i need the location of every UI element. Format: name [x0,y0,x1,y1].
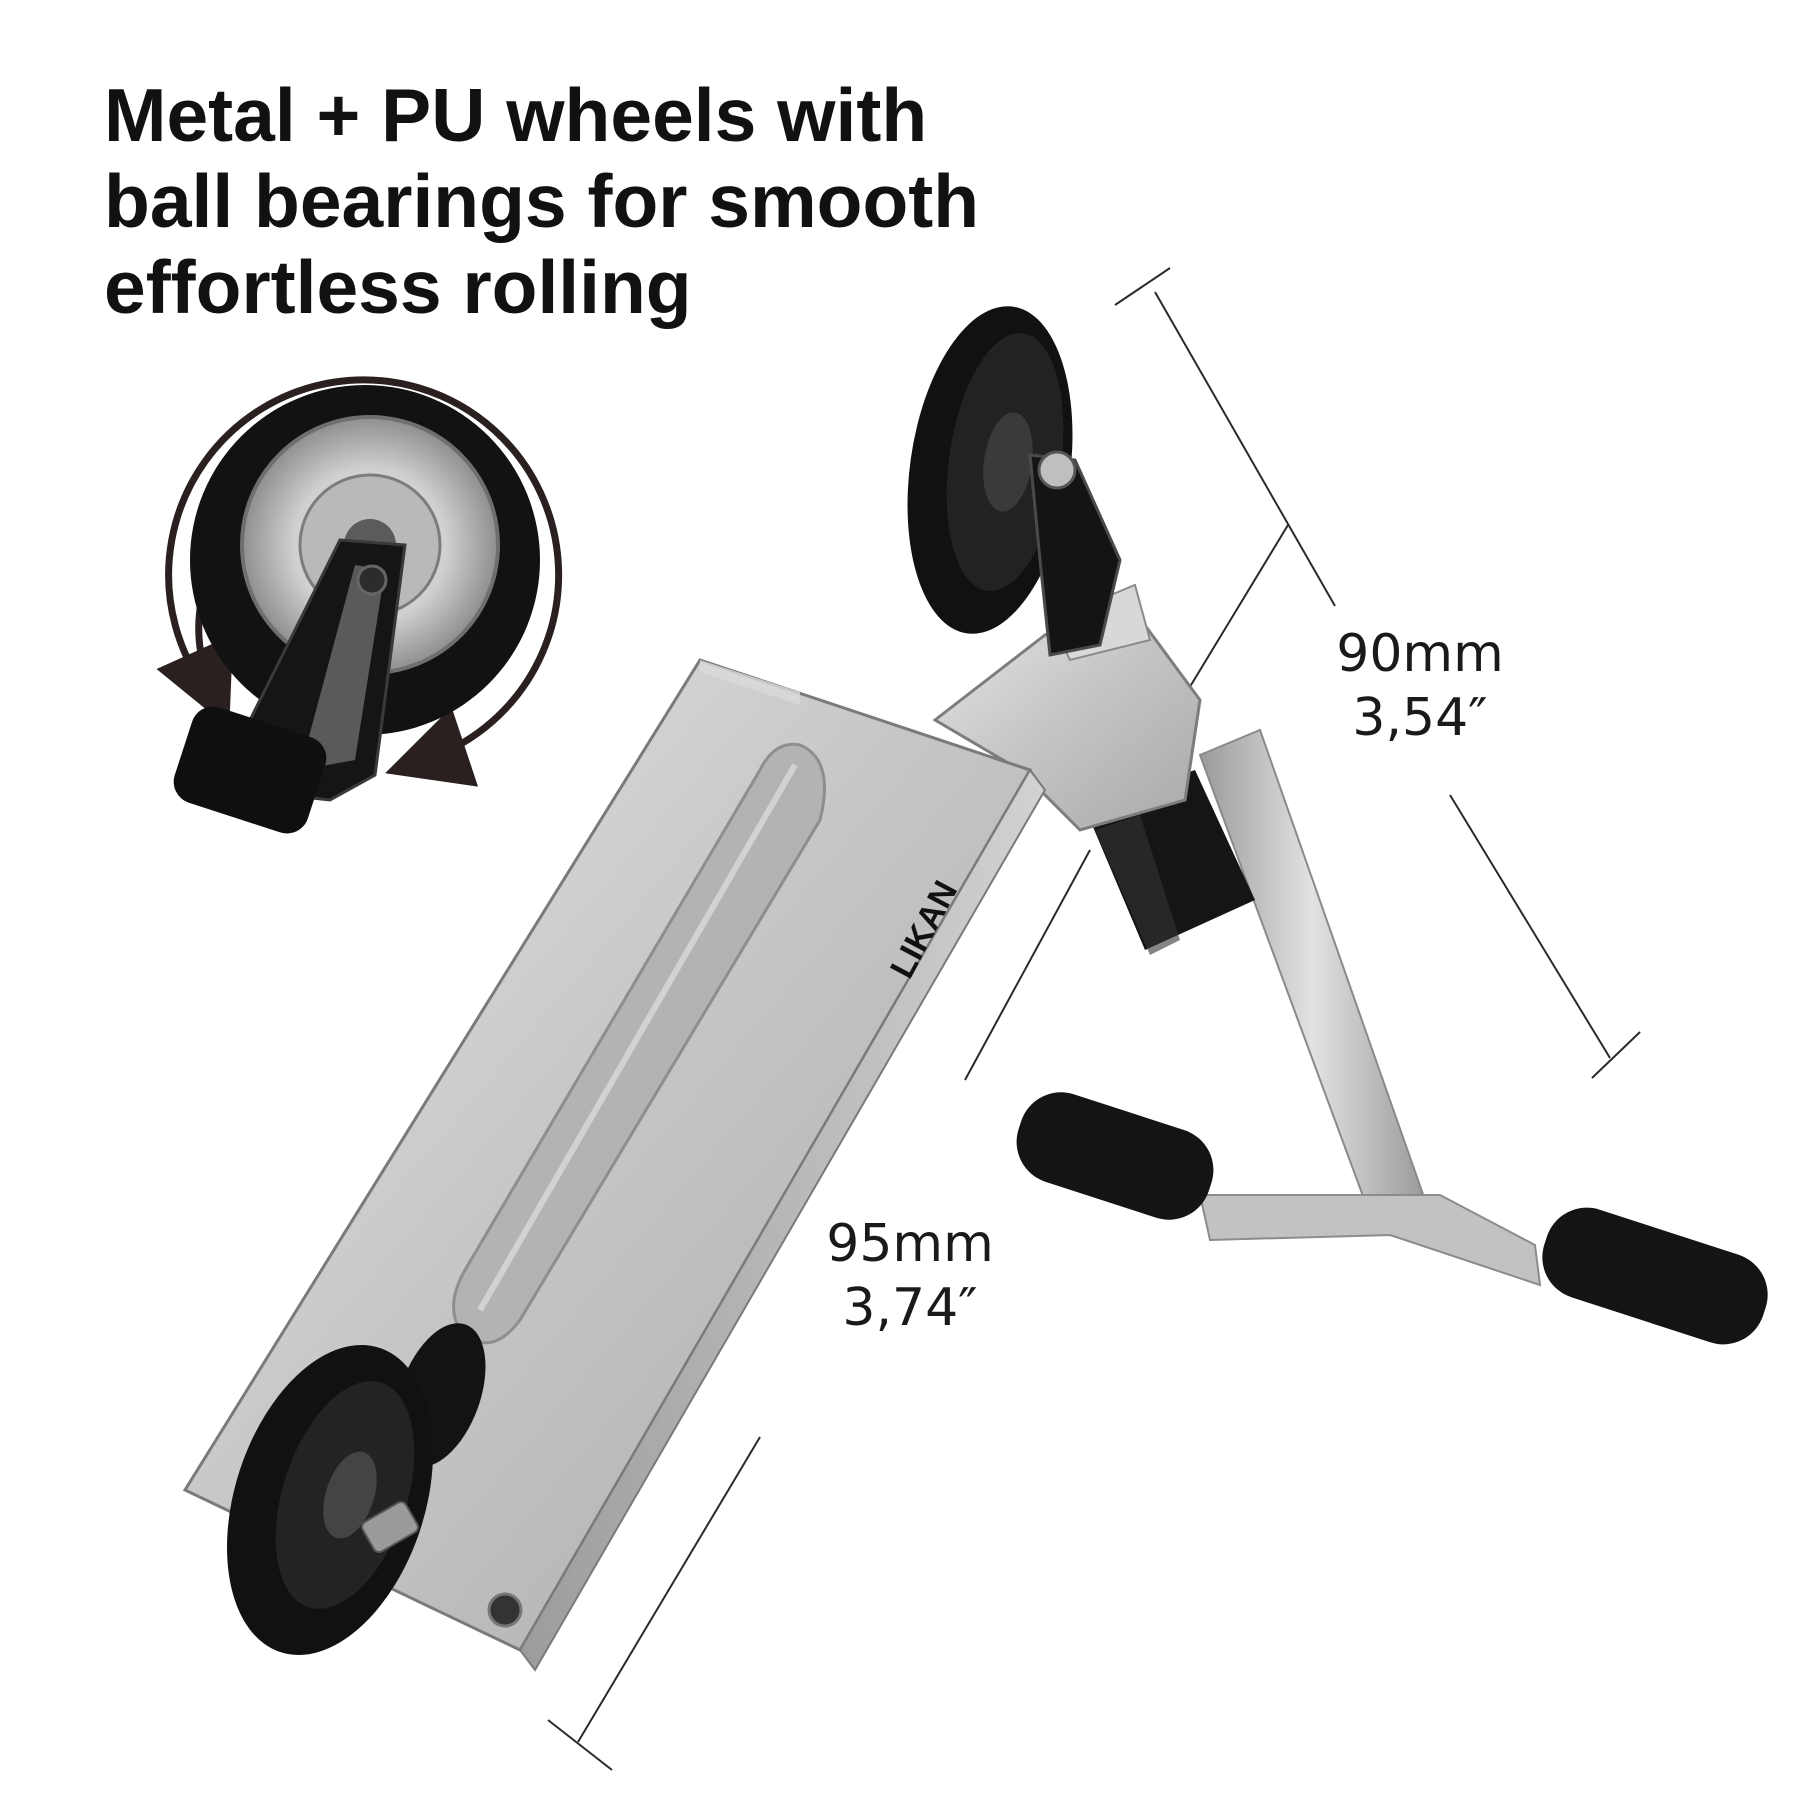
headline-line-3: effortless rolling [104,245,692,329]
rear-wheel [227,1323,486,1655]
width-dimension-line [547,524,1289,1771]
left-grip [1016,1092,1214,1220]
height-dimension-label: 90mm 3,54″ [1320,622,1520,750]
height-dimension-line [1114,267,1641,1079]
height-metric: 90mm [1336,624,1504,684]
headline-line-2: ball bearings for smooth [104,159,980,243]
feature-headline: Metal + PU wheels with ball bearings for… [104,72,1064,330]
wheel-closeup [156,376,563,834]
width-metric: 95mm [826,1214,994,1274]
width-imperial: 3,74″ [842,1278,978,1338]
front-wheel [907,306,1122,657]
front-fork [1028,453,1122,657]
height-imperial: 3,54″ [1352,688,1488,748]
scooter-handlebar [1016,728,1768,1345]
width-dimension-label: 95mm 3,74″ [810,1212,1010,1340]
headline-line-1: Metal + PU wheels with [104,73,928,157]
right-grip [1542,1207,1768,1345]
deck-side [518,768,1047,1672]
rotation-arrow-icon [165,376,563,787]
